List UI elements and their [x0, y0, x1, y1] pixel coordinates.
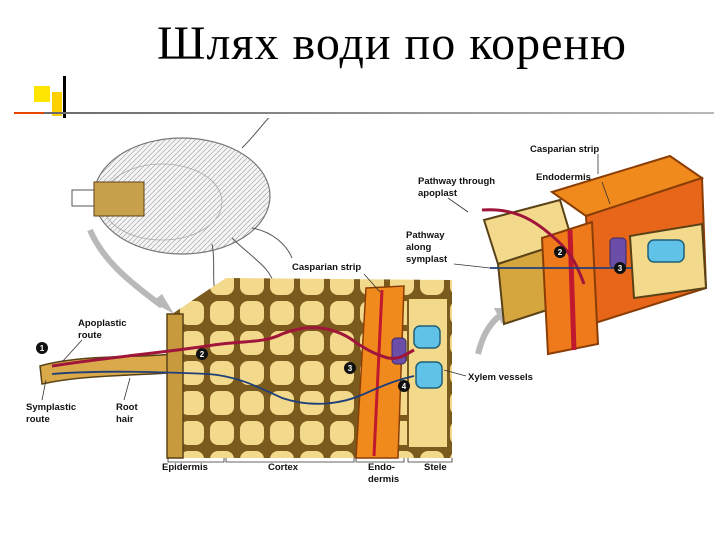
- label-root-hair: Root: [116, 402, 138, 413]
- label-stele: Stele: [424, 462, 447, 473]
- svg-text:4: 4: [402, 382, 407, 391]
- epidermis-layer: [166, 313, 184, 459]
- label-root-hair-2: hair: [116, 414, 134, 425]
- xylem-vessel: [413, 325, 441, 349]
- label-pathway-apoplast-2: apoplast: [418, 188, 458, 199]
- step-marker-3: 3: [344, 362, 356, 374]
- step-marker-2: 2: [196, 348, 208, 360]
- label-symplastic-route-2: route: [26, 414, 50, 425]
- phloem-cell: [391, 337, 407, 365]
- label-pathway-symplast-3: symplast: [406, 254, 448, 265]
- apoplast-pathway: [51, 326, 415, 368]
- casparian-strip-mid: [372, 289, 384, 457]
- root-tissue-section: [39, 278, 452, 459]
- label-pathway-symplast: Pathway: [406, 230, 445, 241]
- step-marker-4: 4: [398, 380, 410, 392]
- step-marker-top-2: 2: [554, 246, 566, 258]
- endodermis-layer: [355, 285, 405, 459]
- symplast-pathway: [51, 370, 415, 405]
- xylem-vessel: [415, 361, 443, 389]
- step-marker-top-3: 3: [614, 262, 626, 274]
- slide-title: Шлях води по кореню: [157, 17, 627, 70]
- label-endodermis-2: dermis: [368, 474, 399, 485]
- label-xylem-vessels: Xylem vessels: [468, 372, 533, 383]
- label-endodermis-top: Endodermis: [536, 172, 591, 183]
- stele-region: [391, 297, 449, 449]
- casparian-strip-top: [567, 229, 577, 351]
- zoom-arrow-left: [87, 228, 164, 309]
- svg-text:2: 2: [558, 248, 563, 257]
- endodermis-closeup: [481, 154, 708, 356]
- step-marker-1: 1: [36, 342, 48, 354]
- root-water-pathway-diagram: 1 2 3 4 2 3 Casparian strip Pathway thro…: [26, 118, 708, 485]
- svg-text:1: 1: [40, 344, 45, 353]
- label-epidermis: Epidermis: [162, 462, 208, 473]
- title-accent-square: [34, 86, 50, 102]
- svg-text:2: 2: [200, 350, 205, 359]
- label-symplastic-route: Symplastic: [26, 402, 76, 413]
- zoom-arrowhead-left: [152, 294, 174, 314]
- svg-text:3: 3: [348, 364, 353, 373]
- label-casparian-strip-top: Casparian strip: [530, 144, 599, 155]
- label-pathway-apoplast: Pathway through: [418, 176, 495, 187]
- root-cross-section-sketch: [71, 118, 293, 307]
- label-apoplastic-route: Apoplastic: [78, 318, 127, 329]
- xylem-vessel-top: [647, 239, 685, 263]
- label-endodermis: Endo-: [368, 462, 395, 473]
- title-accent-bar: [52, 92, 62, 116]
- title-accent-line: [63, 76, 66, 118]
- label-pathway-symplast-2: along: [406, 242, 432, 253]
- apoplast-path-top: [481, 208, 586, 285]
- svg-text:3: 3: [618, 264, 623, 273]
- zoom-arrow-right: [475, 311, 504, 355]
- label-apoplastic-route-2: route: [78, 330, 102, 341]
- title-underline: [14, 112, 714, 114]
- label-cortex: Cortex: [268, 462, 299, 473]
- label-casparian-strip-mid: Casparian strip: [292, 262, 361, 273]
